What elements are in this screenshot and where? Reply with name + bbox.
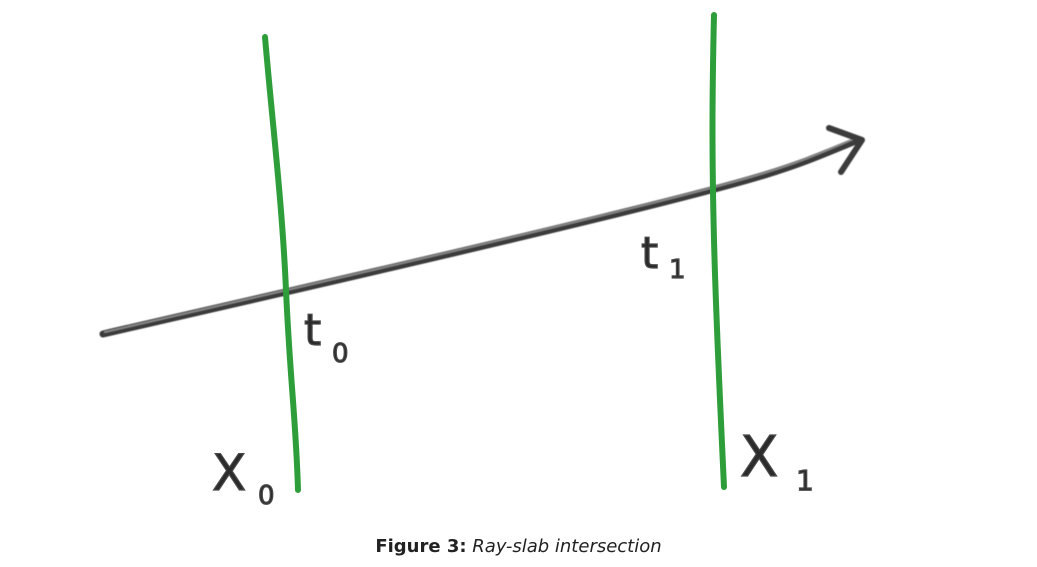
ray-arrowhead xyxy=(826,125,865,175)
label-t0: t 0 xyxy=(303,304,349,369)
label-x1: X 1 xyxy=(739,424,814,497)
figure-caption: Figure 3: Ray-slab intersection xyxy=(0,536,1037,557)
ray-shaft-highlight xyxy=(104,137,857,333)
label-t1-subscript: 1 xyxy=(669,255,686,285)
label-t1-main: t xyxy=(641,228,658,279)
label-x0-main: X xyxy=(212,444,246,502)
label-t1: t 1 xyxy=(640,227,686,285)
figure-caption-text: Ray-slab intersection xyxy=(472,536,662,557)
label-t0-main: t xyxy=(304,305,321,356)
figure-caption-label: Figure 3: xyxy=(375,536,467,557)
ray-shaft xyxy=(99,136,862,338)
slab-plane-x0 xyxy=(262,34,301,493)
label-x1-main: X xyxy=(740,425,778,490)
label-x0-subscript: 0 xyxy=(258,481,275,511)
label-x1-subscript: 1 xyxy=(796,464,814,497)
label-x0: X 0 xyxy=(211,443,275,511)
label-t0-subscript: 0 xyxy=(332,339,349,369)
slab-plane-x1 xyxy=(709,12,727,490)
ray xyxy=(99,125,865,338)
